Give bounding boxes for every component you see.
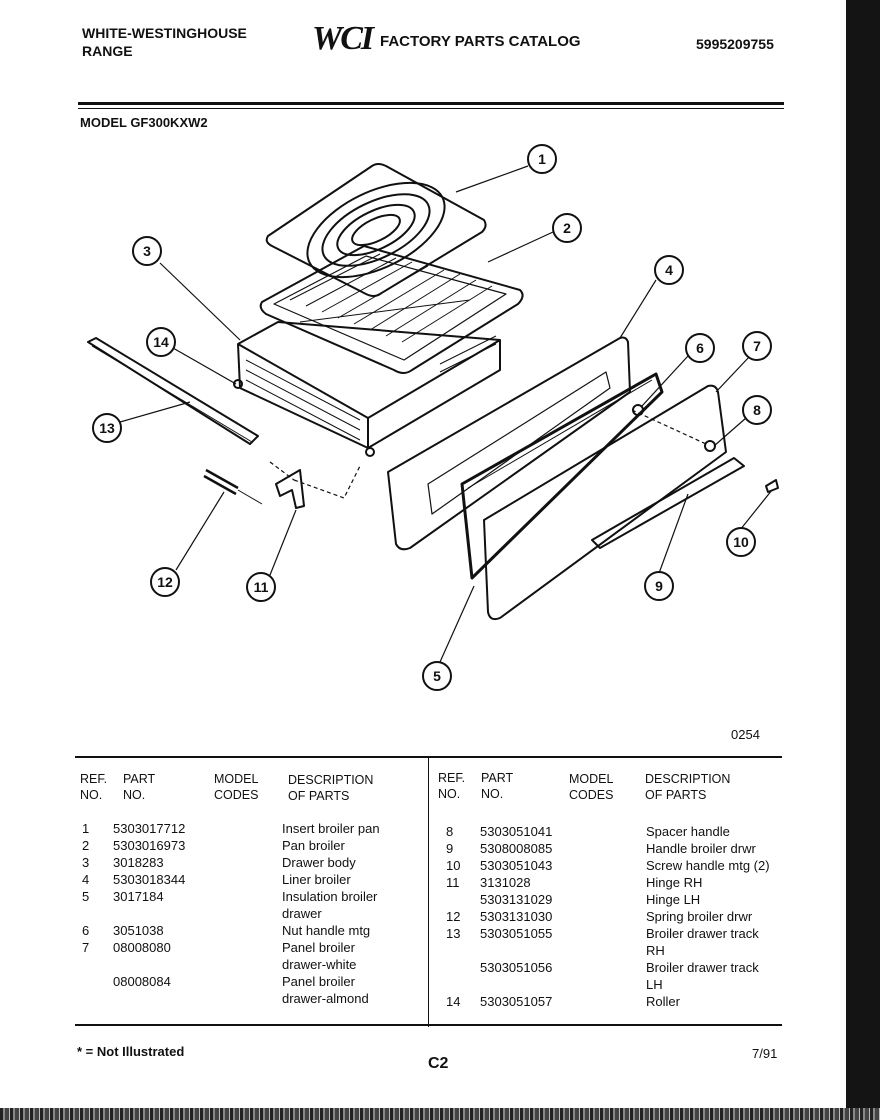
callout-6-circle (685, 333, 715, 363)
pan-broiler-drawing (259, 245, 524, 374)
insulation-drawing (460, 372, 664, 580)
product-type: RANGE (82, 43, 133, 59)
table-row: 12 (446, 909, 461, 924)
callout-5-circle (422, 661, 452, 691)
table-row: 8 (446, 824, 454, 839)
table-row: 2 (82, 838, 90, 853)
table-row (82, 973, 89, 990)
callout-11-circle (246, 572, 276, 602)
table-row (446, 959, 460, 976)
right-part-column: 5303051041 5308008085 5303051043 3131028… (480, 824, 553, 1009)
callout-10-label: 10 (733, 534, 749, 550)
table-row (82, 905, 89, 922)
header-ref-no-right: REF.NO. (438, 771, 466, 801)
table-row: 6 (82, 923, 90, 938)
callout-8-circle (742, 395, 772, 425)
callout-4-label: 4 (665, 262, 673, 278)
left-ref-column: 1 2 3 4 5 6 7 (82, 820, 89, 1007)
scan-border-right (846, 0, 880, 1120)
table-row: 13 (446, 926, 461, 941)
table-row: 9 (446, 841, 454, 856)
callout-13-label: 13 (99, 420, 115, 436)
brand-name: WHITE-WESTINGHOUSE (82, 25, 247, 41)
wci-logo: WCI (312, 20, 374, 57)
right-ref-column: 8 9 10 11 12 13 14 (446, 823, 460, 1010)
spring-drawing (203, 468, 263, 505)
right-desc-column: Spacer handle Handle broiler drwr Screw … (646, 824, 770, 1009)
table-row: 10 (446, 858, 461, 873)
table-row: 5 (82, 889, 90, 904)
table-row (82, 956, 89, 973)
catalog-number: 5995209755 (696, 36, 774, 52)
callout-5-label: 5 (433, 668, 441, 684)
callout-13-circle (92, 413, 122, 443)
callout-10-circle (726, 527, 756, 557)
page-number: C2 (428, 1055, 449, 1072)
callout-3-label: 3 (143, 243, 151, 259)
screw-drawing (765, 479, 779, 493)
drawing-number: 0254 (731, 727, 760, 742)
callout-12-label: 12 (157, 574, 173, 590)
revision-date: 7/91 (752, 1046, 778, 1061)
drawer-panel-drawing (483, 384, 745, 621)
callout-7-circle (742, 331, 772, 361)
scan-border-bottom (0, 1108, 880, 1120)
header-ref-no: REF.NO. (80, 772, 108, 802)
callout-9-circle (644, 571, 674, 601)
catalog-title: FACTORY PARTS CATALOG (380, 33, 581, 50)
table-row (446, 891, 460, 908)
callout-9-label: 9 (655, 578, 663, 594)
exploded-parts-diagram: 1 2 3 4 5 6 7 8 9 10 11 12 13 14 (87, 144, 779, 691)
callout-7-label: 7 (753, 338, 761, 354)
callout-8-label: 8 (753, 402, 761, 418)
callout-14-circle (146, 327, 176, 357)
model-number: MODEL GF300KXW2 (80, 115, 208, 130)
callout-12-circle (150, 567, 180, 597)
table-row (446, 942, 460, 959)
callout-11-label: 11 (254, 579, 269, 595)
callout-14-label: 14 (153, 334, 169, 350)
not-illustrated-note: * = Not Illustrated (77, 1044, 185, 1059)
callout-2-circle (552, 213, 582, 243)
nut-drawing (632, 404, 644, 416)
drawer-track-drawing (87, 337, 259, 445)
spacer-drawing (704, 440, 716, 452)
drawer-body-drawing (233, 321, 501, 457)
header-rule-thick (78, 102, 784, 105)
insert-broiler-pan-drawing (265, 163, 487, 297)
table-row: 14 (446, 994, 461, 1009)
callout-2-label: 2 (563, 220, 571, 236)
liner-broiler-drawing (387, 336, 631, 551)
hinge-drawing (275, 469, 305, 509)
callout-4-circle (654, 255, 684, 285)
left-part-column: 5303017712 5303016973 3018283 5303018344… (113, 821, 186, 989)
table-divider (428, 757, 429, 1027)
table-row (446, 976, 460, 993)
left-desc-column: Insert broiler pan Pan broiler Drawer bo… (282, 821, 380, 1006)
table-row: 7 (82, 940, 90, 955)
callout-1-circle (527, 144, 557, 174)
table-bottom-rule (75, 1024, 782, 1026)
table-row (82, 990, 89, 1007)
header-rule-thin (78, 108, 784, 109)
table-row: 4 (82, 872, 90, 887)
table-row: 1 (82, 821, 90, 836)
table-row: 11 (446, 875, 460, 890)
callout-3-circle (132, 236, 162, 266)
callout-6-label: 6 (696, 340, 704, 356)
callout-1-label: 1 (538, 151, 546, 167)
table-row: 3 (82, 855, 90, 870)
